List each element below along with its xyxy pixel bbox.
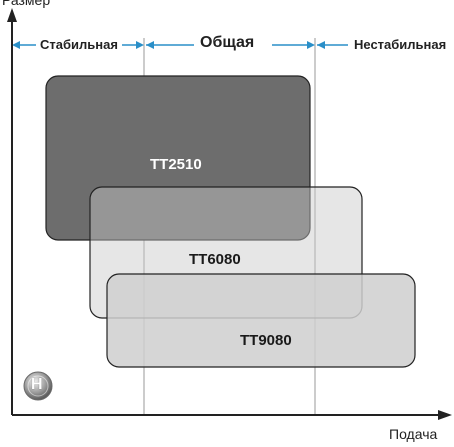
logo-letter: H — [31, 376, 43, 393]
y-axis-arrowhead — [7, 8, 17, 22]
x-axis-arrowhead — [438, 410, 452, 420]
zone-label-stable: Стабильная — [38, 37, 120, 53]
logo-badge — [23, 371, 53, 401]
box-tt9080 — [106, 273, 416, 368]
box-label-tt9080: TT9080 — [240, 332, 292, 349]
x-axis-label: Подача — [389, 426, 438, 442]
box-tt2510 — [45, 75, 311, 241]
y-axis-label: Размер — [2, 0, 51, 8]
box-label-tt2510: TT2510 — [150, 156, 202, 173]
zone-label-common: Общая — [198, 34, 257, 51]
box-label-tt6080: TT6080 — [189, 251, 241, 268]
zone-arrows — [12, 41, 348, 49]
zone-label-unstable: Нестабильная — [352, 37, 449, 53]
